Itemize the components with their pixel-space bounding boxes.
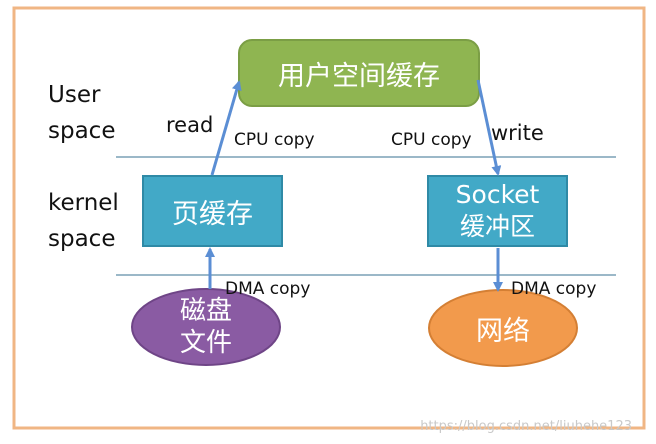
arrow-page-cache-to-user-buffer [210, 80, 242, 176]
kernel-space-label-line-2: space [48, 226, 116, 252]
cpu-copy-right-label: CPU copy [391, 130, 472, 150]
arrow-user-buffer-to-socket [476, 79, 502, 176]
user-space-label-line-1: User [48, 82, 101, 108]
page-cache-node [142, 175, 283, 247]
kernel-space-label: kernel space [48, 185, 119, 257]
cpu-copy-left-label: CPU copy [234, 130, 315, 150]
user-space-label-line-2: space [48, 118, 116, 144]
write-label: write [491, 121, 544, 145]
socket-buffer-node [427, 175, 568, 247]
kernel-space-label-line-1: kernel [48, 190, 119, 216]
outer-frame [12, 6, 646, 430]
read-label: read [166, 113, 214, 137]
disk-file-node [131, 288, 281, 366]
network-node [428, 289, 578, 367]
user-buffer-node [238, 39, 480, 107]
dma-copy-left-label: DMA copy [225, 279, 311, 299]
user-space-label: User space [48, 77, 115, 149]
source-watermark: https://blog.csdn.net/liuhehe123 [420, 419, 632, 434]
dma-copy-right-label: DMA copy [511, 279, 597, 299]
